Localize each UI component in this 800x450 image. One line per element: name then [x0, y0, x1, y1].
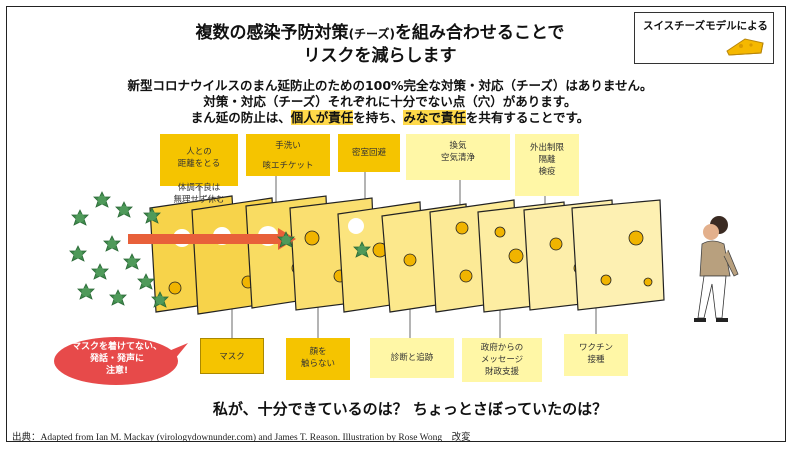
virus-icon: [116, 202, 132, 217]
note-face: 顔を 触らない: [286, 338, 350, 380]
virus-icon: [138, 274, 154, 289]
warning-bubble: マスクを着けてない、 発話・発声に 注意!: [52, 335, 190, 393]
note-closed-space: 密室回避: [338, 134, 400, 172]
note-cough: 咳エチケット: [246, 160, 330, 172]
note-government: 政府からの メッセージ 財政支援: [462, 338, 542, 382]
virus-icon: [70, 246, 86, 261]
note-handwash: 手洗い: [246, 140, 330, 152]
reflection-question: 私が、十分できているのは？ ちょっとさぼっていたのは？: [150, 398, 670, 419]
note-travel-restriction: 外出制限 隔離 検疫: [515, 134, 579, 196]
cheese-slice-10: [572, 200, 664, 310]
virus-icon: [78, 284, 94, 299]
virus-icon: [92, 264, 108, 279]
virus-icon: [104, 236, 120, 251]
note-distance: 人との 距離をとる: [160, 146, 238, 170]
note-mask: マスク: [200, 338, 264, 374]
note-rest: 体調不良は 無理せず休む: [160, 182, 238, 206]
virus-icon: [72, 210, 88, 225]
virus-icon: [94, 192, 110, 207]
warning-text: マスクを着けてない、 発話・発声に 注意!: [52, 341, 182, 377]
note-vaccine: ワクチン 接種: [564, 334, 628, 376]
note-distance-rest: 人との 距離をとる 体調不良は 無理せず休む: [160, 134, 238, 186]
note-ventilation: 換気 空気清浄: [406, 134, 510, 180]
person-illustration: [694, 216, 738, 322]
note-testing: 診断と追跡: [370, 338, 454, 378]
virus-icon: [124, 254, 140, 269]
virus-icon: [110, 290, 126, 305]
note-hygiene: 手洗い 咳エチケット: [246, 134, 330, 176]
source-credit: 出典：Adapted from Ian M. Mackay (virologyd…: [12, 429, 471, 443]
